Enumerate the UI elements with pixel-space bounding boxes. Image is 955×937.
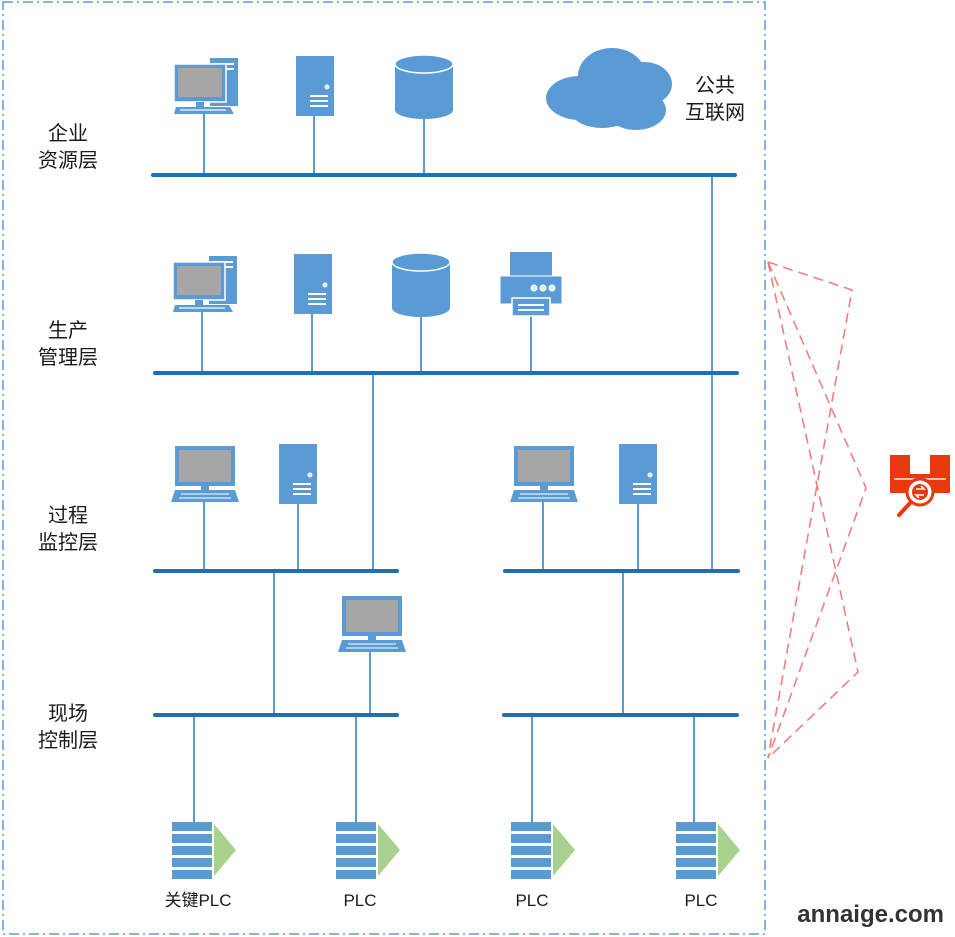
plc-icon xyxy=(511,822,575,879)
drop-lines xyxy=(193,110,713,822)
layer-label-process: 过程 xyxy=(48,503,88,527)
workstation-icon xyxy=(173,57,239,115)
layer-label-field-2: 控制层 xyxy=(38,728,98,752)
diagram-border xyxy=(2,1,766,935)
layer-label-enterprise-2: 资源层 xyxy=(38,148,98,172)
laptop-icon xyxy=(509,445,579,503)
plc-label-critical: 关键PLC xyxy=(164,891,231,910)
database-icon xyxy=(394,54,454,120)
watermark: annaige.com xyxy=(797,901,944,928)
layer-label-production-2: 管理层 xyxy=(38,345,98,369)
layer-label-process-2: 监控层 xyxy=(38,530,98,554)
cloud-label-2: 互联网 xyxy=(685,100,745,124)
cloud-label: 公共 xyxy=(695,73,735,97)
layer-label-production: 生产 xyxy=(48,318,88,342)
plc-label: PLC xyxy=(684,891,717,910)
plc-label: PLC xyxy=(343,891,376,910)
plc-icon xyxy=(676,822,740,879)
workstation-icon xyxy=(172,255,238,313)
plc-label: PLC xyxy=(515,891,548,910)
laptop-icon xyxy=(337,595,407,653)
bus-lines xyxy=(151,173,740,717)
layer-label-field: 现场 xyxy=(48,701,88,725)
cloud-icon xyxy=(546,48,672,130)
attack-paths xyxy=(767,261,867,759)
server-icon xyxy=(278,443,318,505)
server-icon xyxy=(618,443,658,505)
plc-icon xyxy=(172,822,236,879)
laptop-icon xyxy=(170,445,240,503)
firewall-icon xyxy=(890,455,950,517)
layer-label-enterprise: 企业 xyxy=(48,121,88,145)
printer-icon xyxy=(499,251,563,317)
database-icon xyxy=(391,252,451,318)
server-icon xyxy=(293,253,333,315)
server-icon xyxy=(295,55,335,117)
plc-icon xyxy=(336,822,400,879)
